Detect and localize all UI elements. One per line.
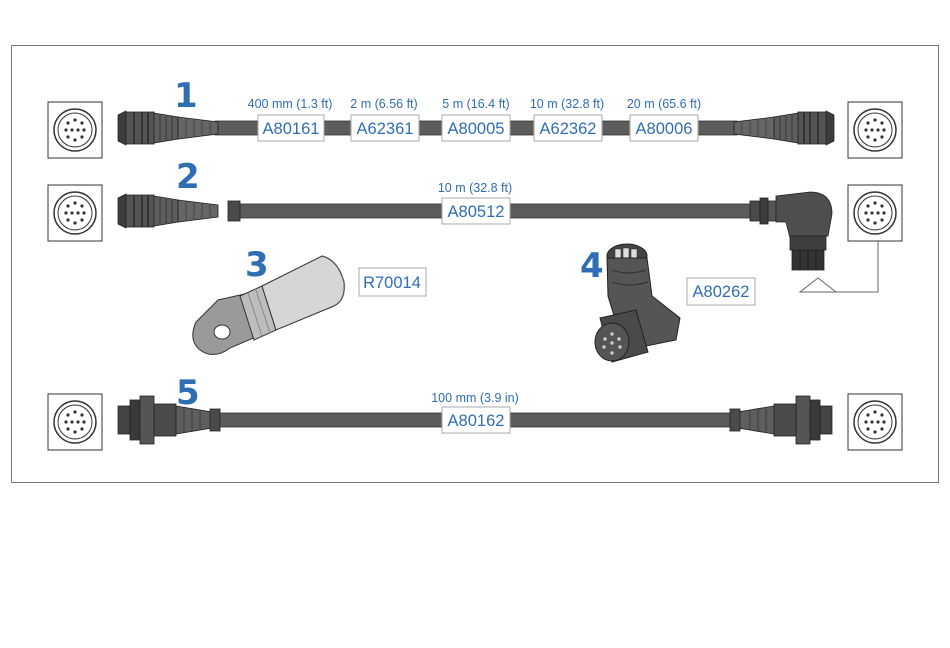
accessory-number: 4 bbox=[580, 246, 604, 286]
socket-face-icon bbox=[48, 185, 102, 241]
cable-length-label: 10 m (32.8 ft) bbox=[530, 97, 604, 111]
part-number-label: A80005 bbox=[448, 120, 505, 138]
socket-face-icon bbox=[848, 102, 902, 158]
right-angle-connector-icon bbox=[750, 192, 832, 270]
part-number-label: A80161 bbox=[263, 120, 320, 138]
cable-number: 2 bbox=[176, 157, 200, 197]
part-number-label: A80262 bbox=[693, 283, 750, 301]
accessory-4: 4 A80262 bbox=[580, 244, 755, 362]
socket-face-icon bbox=[48, 394, 102, 450]
cable-length-label: 5 m (16.4 ft) bbox=[442, 97, 509, 111]
cable-length-label: 100 mm (3.9 in) bbox=[431, 391, 519, 405]
cable-length-label: 400 mm (1.3 ft) bbox=[248, 97, 333, 111]
connector-plug-icon bbox=[118, 111, 218, 145]
connector-plug-icon bbox=[734, 111, 834, 145]
cable-length-label: 20 m (65.6 ft) bbox=[627, 97, 701, 111]
part-number-label: A80512 bbox=[448, 203, 505, 221]
socket-face-icon bbox=[848, 394, 902, 450]
part-number-label: A80162 bbox=[448, 412, 505, 430]
cable-2: 2 10 m (32.8 ft) A80512 bbox=[48, 157, 902, 292]
connector-plug-icon bbox=[118, 194, 218, 228]
cable-length-label: 2 m (6.56 ft) bbox=[350, 97, 417, 111]
socket-face-icon bbox=[48, 102, 102, 158]
cable-length-label: 10 m (32.8 ft) bbox=[438, 181, 512, 195]
cable-number: 5 bbox=[176, 373, 200, 413]
part-number-label: A62362 bbox=[540, 120, 597, 138]
cable-1: 1 400 mm (1.3 ft) A80161 2 m (6.56 ft) A… bbox=[48, 76, 902, 158]
part-number-label: A62361 bbox=[357, 120, 414, 138]
elbow-adaptor-icon bbox=[595, 244, 680, 362]
part-number-label: A80006 bbox=[636, 120, 693, 138]
cable-5: 5 100 mm (3.9 in) A80162 bbox=[48, 373, 902, 450]
accessory-3: 3 R70014 bbox=[193, 245, 426, 355]
bulkhead-connector-icon bbox=[738, 396, 832, 444]
cable-number: 1 bbox=[174, 76, 198, 116]
accessory-number: 3 bbox=[245, 245, 269, 285]
socket-face-icon bbox=[848, 185, 902, 241]
part-number-label: R70014 bbox=[363, 274, 421, 292]
